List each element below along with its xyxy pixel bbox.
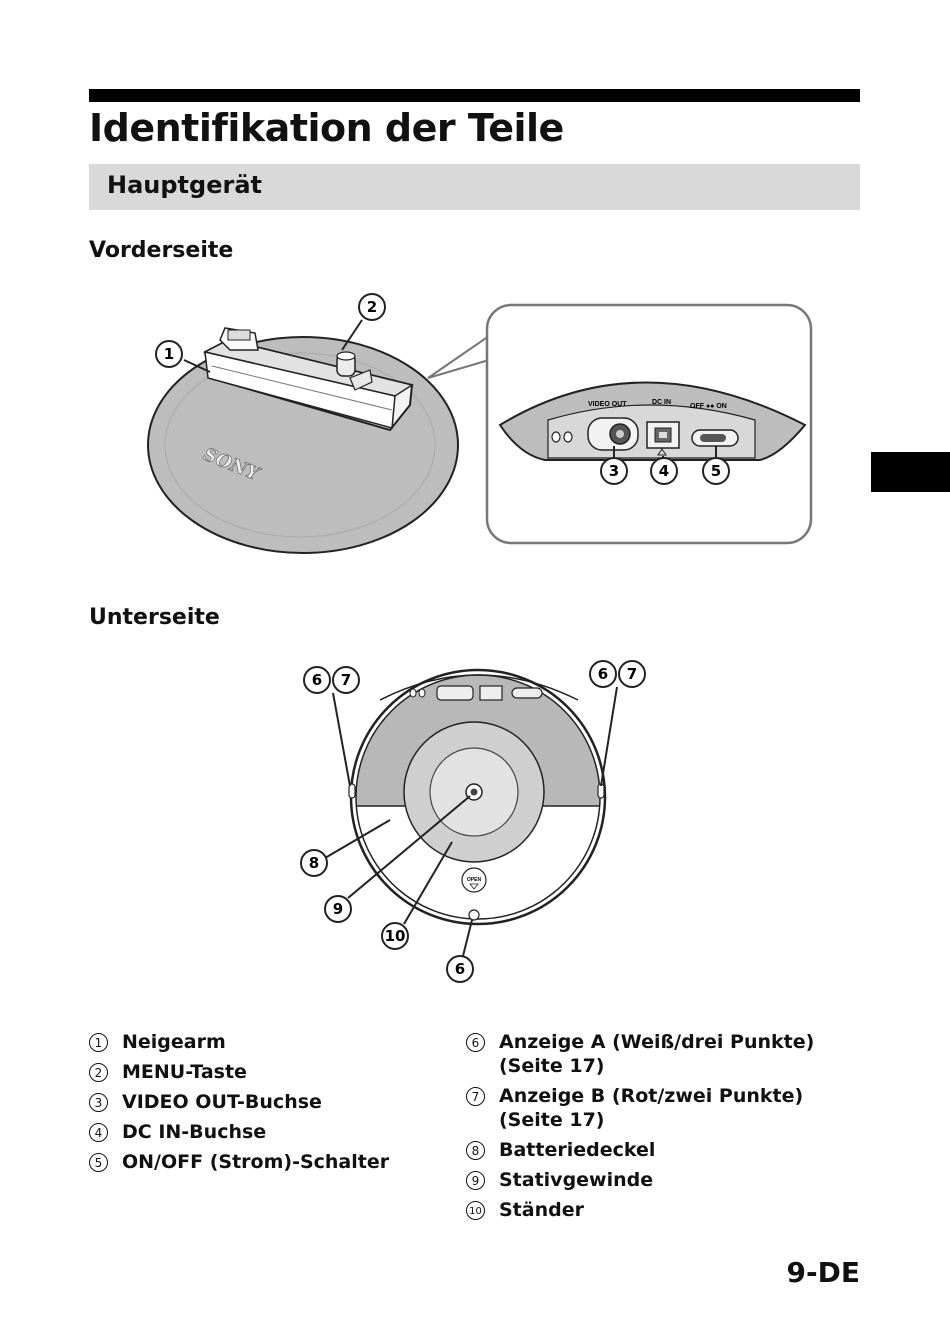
front-heading: Vorderseite [89, 238, 234, 263]
callout-1: 1 [155, 340, 183, 368]
open-label: OPEN [467, 877, 482, 883]
svg-text:2: 2 [367, 298, 377, 316]
callout-9: 9 [324, 895, 352, 923]
svg-text:3: 3 [609, 462, 619, 480]
svg-text:7: 7 [627, 665, 637, 683]
callout-7-right: 7 [618, 660, 646, 688]
callout-8: 8 [300, 849, 328, 877]
side-index-tab [871, 452, 950, 492]
top-rule [89, 89, 860, 102]
svg-text:8: 8 [309, 854, 319, 872]
svg-text:6: 6 [455, 960, 465, 978]
section-band: Hauptgerät [89, 164, 860, 210]
section-title: Hauptgerät [107, 171, 262, 199]
svg-text:7: 7 [341, 671, 351, 689]
callout-4: 4 [650, 457, 678, 485]
callout-7-left: 7 [332, 666, 360, 694]
open-mark[interactable] [461, 867, 487, 893]
bottom-heading: Unterseite [89, 605, 220, 630]
callout-10: 10 [381, 922, 409, 950]
svg-text:6: 6 [598, 665, 608, 683]
video-out-label: VIDEO OUT [588, 401, 627, 408]
callout-6-left: 6 [303, 666, 331, 694]
indicator-left [348, 783, 356, 799]
front-view-illustration: SONY VIDEO OUT DC IN OFF ●● ON 1 2 [147, 293, 813, 554]
callout-6-right: 6 [589, 660, 617, 688]
svg-text:6: 6 [312, 671, 322, 689]
svg-text:1: 1 [164, 345, 174, 363]
callout-2: 2 [358, 293, 386, 321]
page-title: Identifikation der Teile [89, 106, 564, 150]
callout-3: 3 [600, 457, 628, 485]
svg-text:5: 5 [711, 462, 721, 480]
callout-5: 5 [702, 457, 730, 485]
svg-text:10: 10 [385, 927, 406, 945]
page-number: 9-DE [786, 1256, 860, 1289]
dc-in-label: DC IN [652, 399, 671, 406]
callout-6-bottom: 6 [446, 955, 474, 983]
power-label: OFF ●● ON [690, 403, 727, 410]
indicator-bottom [468, 909, 480, 921]
svg-text:9: 9 [333, 900, 343, 918]
indicator-right [597, 783, 605, 799]
svg-text:4: 4 [659, 462, 669, 480]
bottom-view-illustration: OPEN 6 7 6 7 8 9 10 6 [300, 660, 646, 983]
